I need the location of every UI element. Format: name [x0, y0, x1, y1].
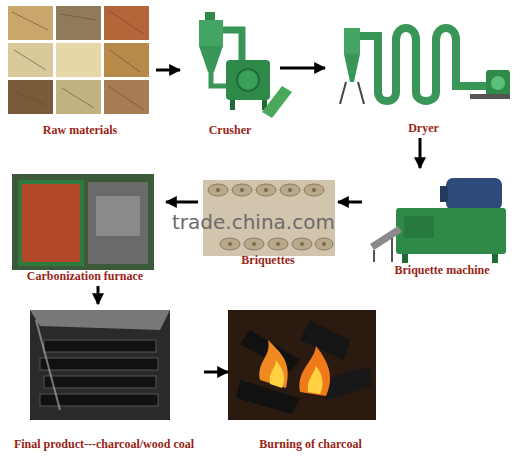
flow-arrow [97, 286, 100, 304]
briquette-machine-drawing [370, 178, 506, 263]
raw-material-photos [8, 6, 149, 114]
process-step: Raw materials [4, 4, 156, 140]
step-label: Crusher [209, 124, 252, 138]
flow-arrow [419, 138, 422, 168]
step-label: Dryer [408, 122, 439, 136]
flow-arrow [156, 69, 180, 72]
step-label: Burning of charcoal [259, 438, 361, 452]
process-step: Final product---charcoal/wood coal [4, 304, 204, 454]
flow-arrow [338, 201, 362, 204]
process-step: Briquette machine [362, 168, 522, 280]
watermark: trade.china.com [172, 210, 335, 234]
burning-photo [228, 310, 376, 420]
step-label: Final product---charcoal/wood coal [14, 438, 194, 452]
process-step: Dryer [325, 8, 522, 138]
step-label: Briquettes [241, 254, 294, 268]
flow-arrow [166, 201, 198, 204]
flow-arrow [280, 67, 325, 70]
furnace-photo [12, 174, 154, 270]
process-step: Crusher [180, 4, 280, 140]
step-label: Raw materials [43, 124, 117, 138]
charcoal-photo [30, 310, 170, 420]
flow-arrow [204, 371, 228, 374]
process-step: Carbonization furnace [4, 168, 166, 286]
dryer-drawing [340, 28, 510, 104]
step-label: Briquette machine [395, 264, 490, 278]
process-step: Burning of charcoal [228, 304, 393, 454]
crusher-drawing [199, 12, 292, 118]
step-label: Carbonization furnace [27, 270, 143, 284]
